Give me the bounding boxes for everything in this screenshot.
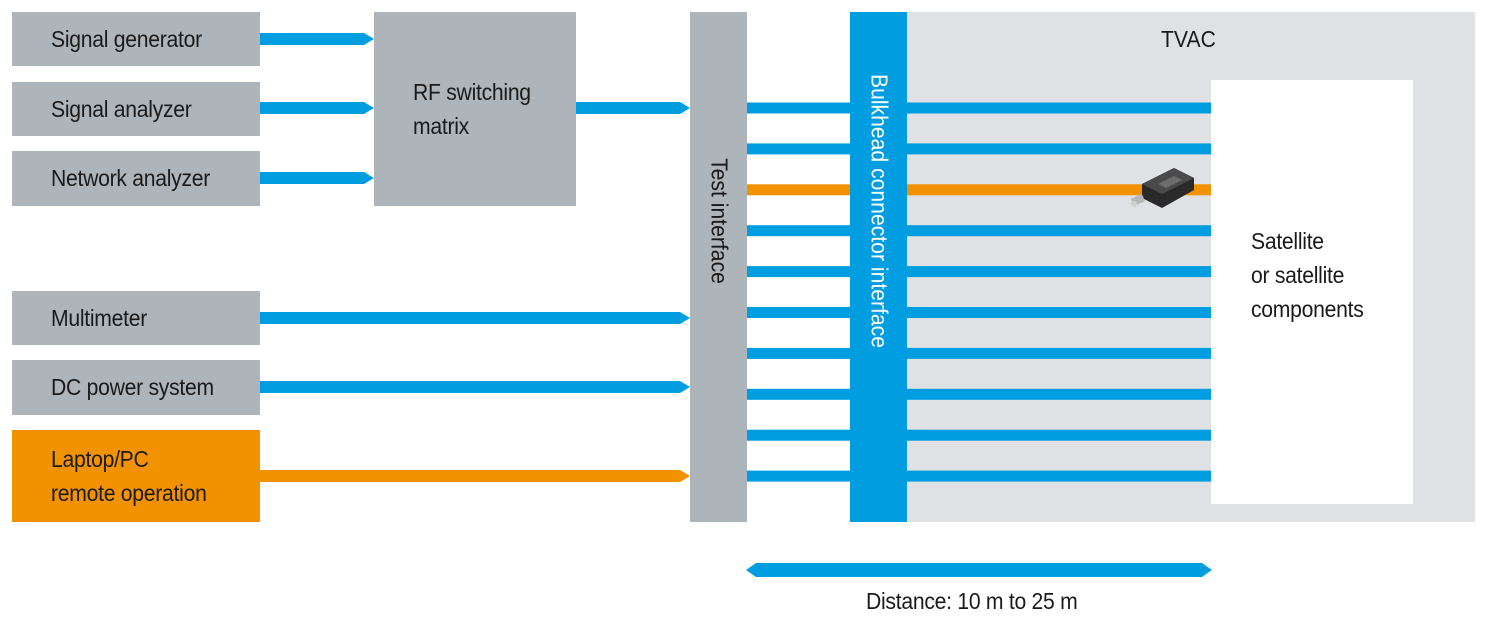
cable-bus — [747, 102, 1211, 482]
bus-line-tvac-2 — [907, 143, 1211, 155]
laptop-pc-label-line-1: Laptop/PC — [51, 446, 149, 472]
link-network-analyzer — [260, 172, 374, 184]
test-interface-label: Test interface — [706, 158, 732, 284]
rf-switching-matrix-box: RF switching matrix — [374, 12, 576, 206]
link-rf-matrix — [576, 102, 690, 114]
bus-line-inner-3 — [747, 184, 850, 196]
network-analyzer-box: Network analyzer — [12, 151, 260, 206]
bus-line-inner-9 — [747, 429, 850, 441]
link-multimeter — [260, 312, 690, 324]
signal-analyzer-label: Signal analyzer — [51, 96, 192, 122]
link-signal-analyzer — [260, 102, 374, 114]
distance-arrow — [746, 563, 1212, 577]
bus-line-tvac-5 — [907, 266, 1211, 278]
link-signal-generator — [260, 33, 374, 45]
link-laptop — [260, 470, 690, 482]
bus-line-tvac-4 — [907, 225, 1211, 237]
bus-line-tvac-9 — [907, 429, 1211, 441]
satellite-label-line-1: Satellite — [1251, 228, 1324, 254]
signal-generator-box: Signal generator — [12, 12, 260, 66]
bus-line-inner-10 — [747, 470, 850, 482]
satellite-box: Satellite or satellite components — [1211, 80, 1413, 504]
bus-line-inner-1 — [747, 102, 850, 114]
multimeter-label: Multimeter — [51, 305, 148, 331]
rf-matrix-label-line-1: RF switching — [413, 79, 531, 105]
bus-line-inner-8 — [747, 388, 850, 400]
signal-analyzer-box: Signal analyzer — [12, 82, 260, 136]
rf-matrix-label-line-2: matrix — [413, 113, 469, 139]
link-dc-power — [260, 381, 690, 393]
bus-line-tvac-1 — [907, 102, 1211, 114]
dc-power-system-box: DC power system — [12, 360, 260, 415]
tvac-label: TVAC — [1161, 26, 1216, 52]
bus-line-inner-6 — [747, 307, 850, 318]
test-interface-bar: Test interface — [690, 12, 747, 522]
laptop-pc-label-line-2: remote operation — [51, 480, 207, 506]
signal-generator-label: Signal generator — [51, 26, 202, 52]
bus-line-inner-5 — [747, 266, 850, 278]
distance-label: Distance: 10 m to 25 m — [866, 588, 1078, 614]
laptop-pc-box: Laptop/PC remote operation — [12, 430, 260, 522]
bus-line-inner-4 — [747, 225, 850, 237]
bulkhead-connector-bar: Bulkhead connector interface — [850, 12, 907, 522]
bus-line-inner-2 — [747, 143, 850, 155]
bus-line-tvac-6 — [907, 307, 1211, 318]
bulkhead-connector-label: Bulkhead connector interface — [866, 73, 892, 349]
network-analyzer-label: Network analyzer — [51, 165, 211, 191]
bus-line-tvac-8 — [907, 388, 1211, 400]
bus-line-inner-7 — [747, 347, 850, 359]
satellite-label-line-3: components — [1251, 296, 1364, 322]
bus-line-tvac-3 — [907, 184, 1211, 196]
dc-power-system-label: DC power system — [51, 374, 214, 400]
bus-line-tvac-7 — [907, 347, 1211, 359]
multimeter-box: Multimeter — [12, 291, 260, 345]
bus-line-tvac-10 — [907, 470, 1211, 482]
satellite-label-line-2: or satellite — [1251, 262, 1345, 288]
rf-power-sensor-icon — [1130, 168, 1194, 208]
